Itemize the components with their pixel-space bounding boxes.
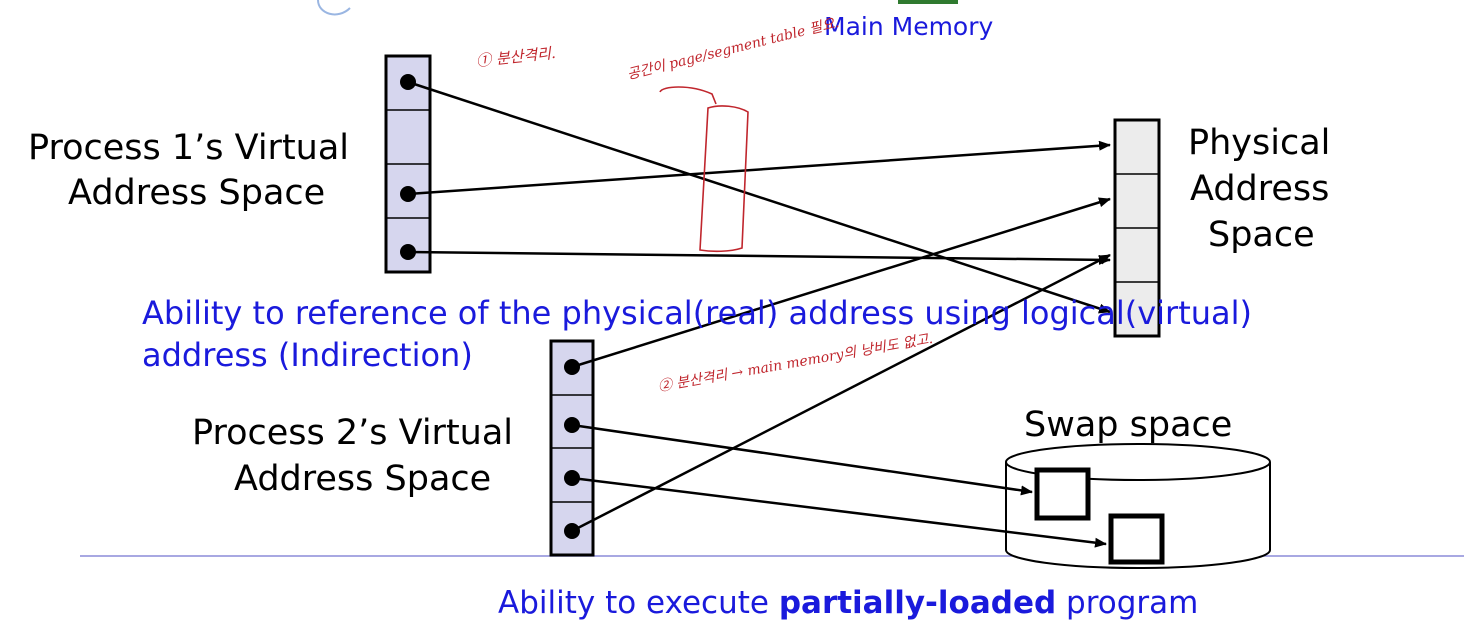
- decorative-bubble-icon: [317, 0, 351, 16]
- physical-label-line3: Space: [1208, 215, 1315, 255]
- partial-load-caption: Ability to execute partially-loaded prog…: [498, 585, 1198, 621]
- physical-label-line1: Physical: [1188, 123, 1331, 163]
- partial-load-prefix: Ability to execute: [498, 585, 779, 621]
- mapping-arrows: [407, 80, 1111, 548]
- process2-label-line2: Address Space: [234, 459, 492, 499]
- process1-page-table: [384, 54, 432, 274]
- partial-load-suffix: program: [1056, 585, 1199, 621]
- process2-label-line1: Process 2’s Virtual: [192, 413, 514, 453]
- indirection-caption-line2: address (Indirection): [142, 336, 473, 374]
- process1-label-line2: Address Space: [68, 173, 326, 213]
- physical-label-line2: Address: [1190, 169, 1330, 209]
- physical-frames: [1113, 118, 1161, 338]
- swap-disk: [1005, 443, 1271, 569]
- partial-load-bold: partially-loaded: [778, 585, 1057, 621]
- swap-page-2: [1108, 513, 1165, 565]
- process2-page-table: [549, 339, 595, 557]
- indirection-caption-line1: Ability to reference of the physical(rea…: [142, 294, 1253, 332]
- handwritten-sketch: [659, 86, 749, 253]
- page-dots: [400, 74, 580, 539]
- main-memory-label: Main Memory: [824, 12, 994, 41]
- process1-label-line1: Process 1’s Virtual: [28, 128, 350, 168]
- swap-page-1: [1034, 467, 1091, 521]
- memory-chip-icon: [898, 0, 958, 4]
- swap-space-label: Swap space: [1024, 405, 1233, 445]
